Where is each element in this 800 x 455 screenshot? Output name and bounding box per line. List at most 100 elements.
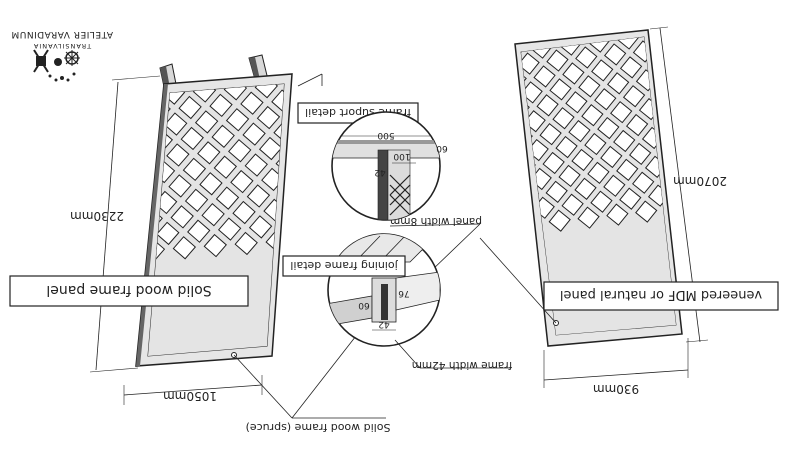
joining-detail: 60 76 42 joining frame detail frame widt… [282,233,512,371]
lattice-cell [469,13,492,36]
lattice-cell [254,84,279,99]
lattice-cell [256,105,281,130]
lattice-cell [290,135,313,158]
joining-label-box [282,255,406,277]
lattice-cell [76,181,99,204]
lattice-cell [174,34,197,57]
panel-width-text: panel width 8mm [390,215,482,227]
lattice-cell [597,116,620,140]
height-dim-left: 2230mm [70,209,124,223]
lattice-cell [494,113,517,136]
lattice-cell [703,18,726,41]
lattice-cell [603,174,626,197]
lattice-cell [306,149,329,172]
lattice-cell [440,16,463,39]
height-dim-line-left [95,81,119,371]
lattice-cell [164,112,188,136]
lattice-cell [217,217,242,241]
lattice-cell [577,206,600,229]
support-dim-60: 60 [436,143,448,153]
lattice-cell [549,78,572,101]
lattice-cell [221,46,244,69]
lattice-cell [170,205,194,229]
lattice-cell [721,191,744,214]
lattice-cell [680,79,703,102]
lattice-cell [590,190,613,213]
left-label-text: Solid wood frame panel [46,282,211,298]
lattice-cell [673,152,676,175]
lattice-cell [475,71,498,94]
lattice-cell [521,170,524,194]
lattice-cell [57,135,80,158]
lattice-cell [80,243,103,266]
lattice-cell [607,72,630,95]
lattice-cell [273,120,284,144]
lattice-cell [194,110,219,134]
lattice-cell [215,186,240,210]
lattice-cell [294,196,317,219]
lattice-cell [677,50,700,73]
lattice-cell [166,143,190,167]
lattice-cell [283,42,306,65]
lattice-cell [472,42,495,65]
lattice-cell [571,148,594,172]
lattice-cell [545,180,568,203]
lattice-cell [148,84,155,107]
support-dim-100: 100 [393,151,410,161]
lattice-cell [111,240,134,263]
lattice-cell [59,166,82,189]
lattice-cell [482,0,505,20]
lattice-cell [431,61,454,84]
lattice-cell [635,200,658,223]
lattice-cell [123,193,146,216]
lattice-cell [693,63,716,86]
lattice-cell [456,161,479,184]
lattice-cell [521,199,527,222]
lattice-cell [309,180,332,203]
lattice-cell [569,0,592,11]
lattice-cell [327,225,350,248]
lattice-cell [468,145,491,168]
lattice-cell [67,57,90,80]
right-label-text: veneered MDF or natural panel [560,287,762,302]
lattice-cell [184,188,209,212]
lattice-cell [434,90,457,113]
lattice-cell [298,25,321,48]
lattice-cell [437,119,460,142]
lattice-cell [86,102,109,125]
frame-callout: Solid wood frame (spruce) [231,317,390,434]
lattice-cell [296,227,319,250]
lattice-cell [292,166,315,189]
lattice-cell [209,93,233,118]
lattice-cell [143,36,166,59]
lattice-cell [591,59,614,82]
lattice-cell [316,71,339,94]
lattice-cell [625,113,649,137]
lattice-cell [267,27,290,50]
lattice-cell [98,55,121,78]
lattice-cell [613,129,636,153]
lattice-cell [121,162,144,185]
lattice-cell [702,149,725,172]
lattice-cell [248,215,273,239]
lattice-cell [584,132,607,156]
lattice-cell [205,32,228,55]
right-label-box [543,281,779,311]
lattice-cell [622,85,646,108]
joining-dim-42: 42 [378,319,389,329]
lattice-cell [687,5,710,28]
lattice-cell [453,132,476,155]
logo-name: ATELIER VARADINUM [11,29,113,39]
lattice-cell [709,76,732,99]
lattice-cell [242,122,266,146]
lattice-cell [598,0,621,8]
lattice-cell [603,43,627,66]
width-dim-line-left [123,384,263,396]
lattice-cell [587,161,610,185]
right-dimensions: 2070mm 930mm [543,26,727,396]
lattice-cell [450,103,473,126]
lattice-cell [446,74,469,97]
lattice-cell [187,219,211,243]
lattice-cell [114,69,137,92]
